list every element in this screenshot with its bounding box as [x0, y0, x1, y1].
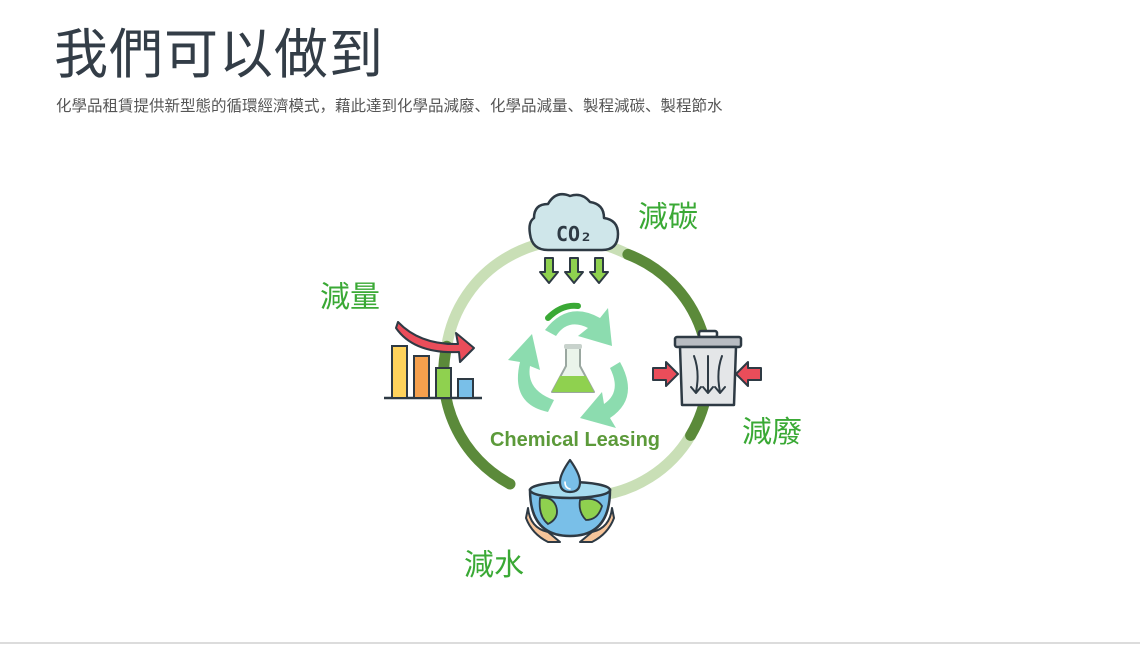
center-label: Chemical Leasing [490, 429, 660, 451]
co2-cloud-icon: CO₂ [528, 193, 620, 284]
water-globe-hands-icon [525, 458, 615, 543]
label-quantity-reduction: 減量 [320, 280, 380, 315]
recycle-flask-icon [508, 302, 628, 428]
bottom-divider [0, 642, 1140, 644]
label-water-reduction: 減水 [464, 548, 524, 583]
label-waste-reduction: 減廢 [742, 415, 802, 450]
bar-chart-decrease-icon [384, 321, 482, 400]
trash-bin-compress-icon [652, 329, 762, 407]
label-carbon-reduction: 減碳 [638, 200, 698, 235]
slide-title: 我們可以做到 [54, 23, 384, 86]
slide-subtitle: 化學品租賃提供新型態的循環經濟模式，藉此達到化學品減廢、化學品減量、製程減碳、製… [56, 97, 723, 115]
co2-text: CO₂ [556, 222, 592, 246]
